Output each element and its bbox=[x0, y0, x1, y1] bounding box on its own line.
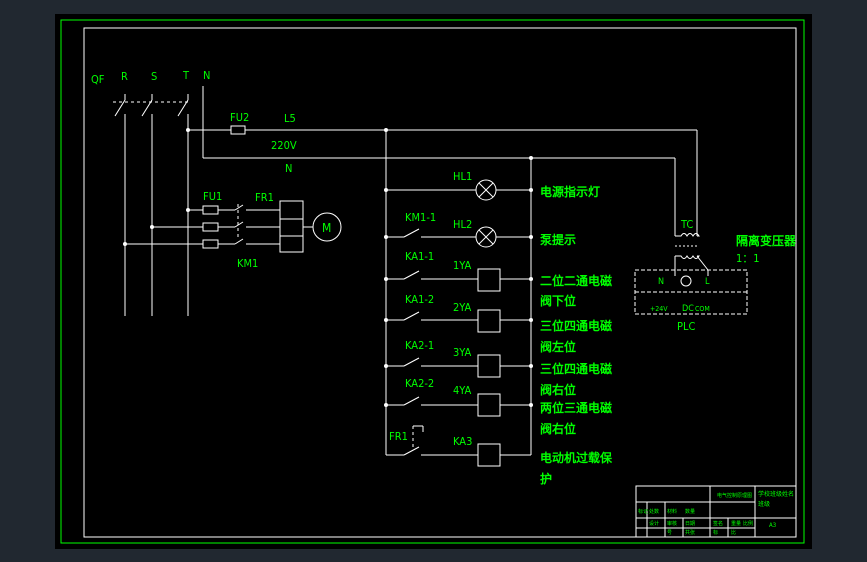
label-ka3: KA3 bbox=[453, 435, 472, 448]
label-l5: L5 bbox=[284, 112, 296, 125]
tb-school-line2: 班级 bbox=[758, 500, 770, 508]
desc-valve3-line2: 阀右位 bbox=[540, 382, 576, 397]
descriptions: 电源指示灯 泵提示 二位二通电磁 阀下位 三位四通电磁 阀左位 三位四通电磁 阀… bbox=[540, 184, 797, 486]
label-plc: PLC bbox=[677, 320, 695, 333]
label-hl2: HL2 bbox=[453, 218, 472, 231]
labels: QF R S T N FU2 L5 220V N FU1 FR1 KM1 M H… bbox=[91, 69, 710, 448]
desc-valve4-line1: 两位三通电磁 bbox=[540, 400, 612, 415]
desc-valve1-line2: 阀下位 bbox=[540, 293, 576, 308]
title-block bbox=[635, 485, 797, 538]
label-ka1-2: KA1-2 bbox=[405, 293, 434, 306]
desc-power-lamp: 电源指示灯 bbox=[540, 184, 600, 199]
label-plc-l: L bbox=[705, 277, 710, 287]
desc-transformer-line1: 隔离变压器 bbox=[736, 233, 797, 248]
desc-pump-hint: 泵提示 bbox=[540, 232, 576, 247]
lamp-hl2 bbox=[475, 226, 497, 248]
label-n-mid: N bbox=[285, 162, 292, 175]
label-ka2-1: KA2-1 bbox=[405, 339, 434, 352]
desc-overload-line1: 电动机过载保 bbox=[540, 450, 613, 465]
tb-material: 材料 bbox=[667, 508, 677, 515]
cad-viewport[interactable]: QF R S T N FU2 L5 220V N FU1 FR1 KM1 M H… bbox=[55, 14, 812, 549]
tb-sheet: A3 bbox=[769, 522, 776, 529]
label-plc-24v: +24V bbox=[650, 305, 668, 313]
tb-date: 日期 bbox=[685, 521, 695, 527]
desc-valve3-line1: 三位四通电磁 bbox=[540, 361, 612, 376]
fuse-fu1-c bbox=[202, 239, 219, 249]
fuse-fu2 bbox=[230, 125, 246, 135]
label-motor: M bbox=[322, 221, 331, 235]
label-t: T bbox=[182, 69, 190, 82]
coil-4ya bbox=[477, 393, 501, 417]
tb-ratio-col: 比 bbox=[731, 529, 736, 536]
label-4ya: 4YA bbox=[453, 384, 471, 397]
desc-valve4-line2: 阀右位 bbox=[540, 421, 576, 436]
tb-mark-col: 标 bbox=[713, 529, 718, 536]
label-plc-com: COM bbox=[695, 305, 710, 313]
label-1ya: 1YA bbox=[453, 259, 471, 272]
fuse-fu1-b bbox=[202, 222, 219, 232]
tb-check: 审核 bbox=[667, 520, 677, 527]
label-km1-bottom: KM1 bbox=[237, 257, 258, 270]
title-block-text: 电气控制原理图 学校班级姓名 班级 A3 标记 处数 材料 数量 设计 审核 日… bbox=[638, 490, 794, 536]
label-fr1-top: FR1 bbox=[255, 191, 274, 204]
coil-2ya bbox=[477, 309, 501, 333]
thermal-relay-fr1 bbox=[279, 200, 304, 253]
coil-1ya bbox=[477, 268, 501, 292]
label-km1-contact: KM1-1 bbox=[405, 211, 436, 224]
tb-count-label: 数量 bbox=[685, 508, 695, 515]
label-ka2-2: KA2-2 bbox=[405, 377, 434, 390]
label-3ya: 3YA bbox=[453, 346, 471, 359]
label-fr1-bottom: FR1 bbox=[389, 430, 408, 443]
label-hl1: HL1 bbox=[453, 170, 472, 183]
label-plc-n: N bbox=[658, 277, 664, 287]
tb-scale: 比例 bbox=[743, 520, 753, 527]
label-ka1-1: KA1-1 bbox=[405, 250, 434, 263]
label-fu2: FU2 bbox=[230, 111, 249, 124]
transformer-tc bbox=[675, 233, 700, 259]
tb-mark2: 处数 bbox=[649, 508, 659, 515]
outer-border bbox=[60, 19, 805, 544]
tb-quantity: 共张 bbox=[685, 529, 695, 536]
schematic-drawing: QF R S T N FU2 L5 220V N FU1 FR1 KM1 M H… bbox=[60, 19, 805, 544]
inner-border bbox=[83, 27, 797, 538]
desc-valve1-line1: 二位二通电磁 bbox=[540, 273, 612, 288]
label-n-top: N bbox=[203, 69, 210, 82]
desc-valve2-line1: 三位四通电磁 bbox=[540, 318, 612, 333]
label-tc: TC bbox=[680, 218, 693, 231]
label-s: S bbox=[151, 70, 157, 83]
tb-school-line1: 学校班级姓名 bbox=[758, 490, 794, 498]
motor-symbol bbox=[312, 212, 342, 242]
label-2ya: 2YA bbox=[453, 301, 471, 314]
tb-sign: 签名 bbox=[713, 520, 723, 527]
label-220v: 220V bbox=[271, 139, 297, 152]
desc-transformer-line2: 1：1 bbox=[736, 252, 760, 265]
tb-no: 号 bbox=[667, 530, 672, 536]
desc-overload-line2: 护 bbox=[540, 471, 552, 486]
tb-mark1: 标记 bbox=[638, 508, 648, 515]
coil-ka3 bbox=[477, 443, 501, 467]
label-r: R bbox=[121, 70, 128, 83]
tb-weight: 重量 bbox=[731, 520, 741, 527]
label-qf: QF bbox=[91, 73, 105, 86]
label-plc-dc: DC bbox=[682, 304, 694, 314]
wiring bbox=[113, 86, 709, 456]
junction-dots bbox=[123, 128, 533, 407]
components bbox=[202, 125, 797, 538]
desc-valve2-line2: 阀左位 bbox=[540, 339, 576, 354]
label-fu1: FU1 bbox=[203, 190, 222, 203]
tb-drawing-name: 电气控制原理图 bbox=[717, 492, 752, 499]
coil-3ya bbox=[477, 354, 501, 378]
fuse-fu1-a bbox=[202, 205, 219, 215]
ground-icon bbox=[680, 275, 692, 287]
lamp-hl1 bbox=[475, 179, 497, 201]
tb-design: 设计 bbox=[649, 520, 659, 527]
